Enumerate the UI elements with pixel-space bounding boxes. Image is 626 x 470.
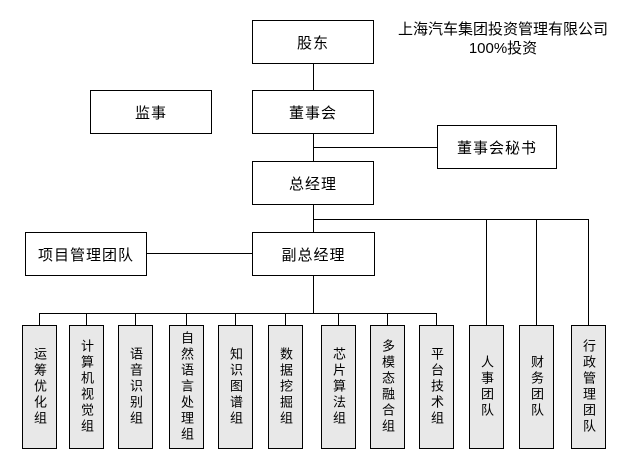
- connector-dept-tick: [338, 313, 339, 325]
- dept-label: 计算机视觉组: [79, 339, 94, 435]
- org-node-board-secretary: 董事会秘书: [437, 125, 557, 169]
- connector-board-secretary: [313, 147, 437, 148]
- dept-multimodal-fusion-group: 多模态融合组: [370, 325, 405, 449]
- connector-dept-tick: [86, 313, 87, 325]
- org-node-board-label: 董事会: [288, 104, 337, 122]
- connector-dept-tick: [387, 313, 388, 325]
- connector-gm-deputy: [313, 205, 314, 232]
- dept-label: 平台技术组: [429, 347, 444, 427]
- connector-admin-team: [588, 219, 589, 325]
- investment-note: 上海汽车集团投资管理有限公司 100%投资: [380, 20, 626, 58]
- dept-label: 芯片算法组: [331, 347, 346, 427]
- connector-dept-tick: [186, 313, 187, 325]
- connector-pm-team-deputy: [147, 253, 252, 254]
- connector-hr-team: [486, 219, 487, 325]
- connector-departments-branch: [39, 313, 437, 314]
- dept-operations-research-group: 运筹优化组: [22, 325, 57, 449]
- org-node-supervisor: 监事: [90, 90, 212, 134]
- dept-label: 自然语言处理组: [179, 331, 194, 443]
- connector-dept-tick: [39, 313, 40, 325]
- investment-note-line1: 上海汽车集团投资管理有限公司: [397, 21, 608, 38]
- connector-shareholder-board: [313, 64, 314, 90]
- org-node-supervisor-label: 监事: [134, 104, 167, 122]
- dept-speech-recognition-group: 语音识别组: [118, 325, 153, 449]
- connector-dept-tick: [235, 313, 236, 325]
- dept-label: 多模态融合组: [380, 339, 395, 435]
- dept-label: 财务团队: [529, 355, 544, 419]
- org-node-board-secretary-label: 董事会秘书: [456, 139, 537, 157]
- dept-nlp-group: 自然语言处理组: [169, 325, 204, 449]
- dept-label: 语音识别组: [128, 347, 143, 427]
- team-finance: 财务团队: [519, 325, 554, 449]
- connector-teams-branch: [313, 219, 589, 220]
- connector-dept-tick: [135, 313, 136, 325]
- org-node-project-management-team: 项目管理团队: [25, 232, 147, 276]
- team-hr: 人事团队: [469, 325, 504, 449]
- connector-dept-tick: [285, 313, 286, 325]
- investment-note-line2: 100%投资: [468, 40, 538, 57]
- connector-dept-tick: [436, 313, 437, 325]
- dept-platform-technology-group: 平台技术组: [419, 325, 454, 449]
- org-node-shareholder-label: 股东: [296, 34, 329, 52]
- org-node-deputy-general-manager-label: 副总经理: [281, 246, 346, 264]
- dept-computer-vision-group: 计算机视觉组: [69, 325, 104, 449]
- dept-label: 数据挖掘组: [278, 347, 293, 427]
- org-node-deputy-general-manager: 副总经理: [252, 232, 375, 276]
- org-node-project-management-team-label: 项目管理团队: [37, 246, 134, 264]
- dept-label: 知识图谱组: [228, 347, 243, 427]
- dept-label: 人事团队: [479, 355, 494, 419]
- dept-label: 运筹优化组: [32, 347, 47, 427]
- org-node-board: 董事会: [252, 90, 374, 134]
- connector-deputy-branch: [313, 276, 314, 313]
- org-node-general-manager: 总经理: [252, 161, 374, 205]
- team-admin-management: 行政管理团队: [571, 325, 606, 449]
- dept-data-mining-group: 数据挖掘组: [268, 325, 303, 449]
- dept-label: 行政管理团队: [581, 339, 596, 435]
- org-node-shareholder: 股东: [252, 20, 374, 64]
- org-node-general-manager-label: 总经理: [288, 175, 337, 193]
- dept-knowledge-graph-group: 知识图谱组: [218, 325, 253, 449]
- connector-finance-team: [536, 219, 537, 325]
- dept-chip-algorithm-group: 芯片算法组: [321, 325, 356, 449]
